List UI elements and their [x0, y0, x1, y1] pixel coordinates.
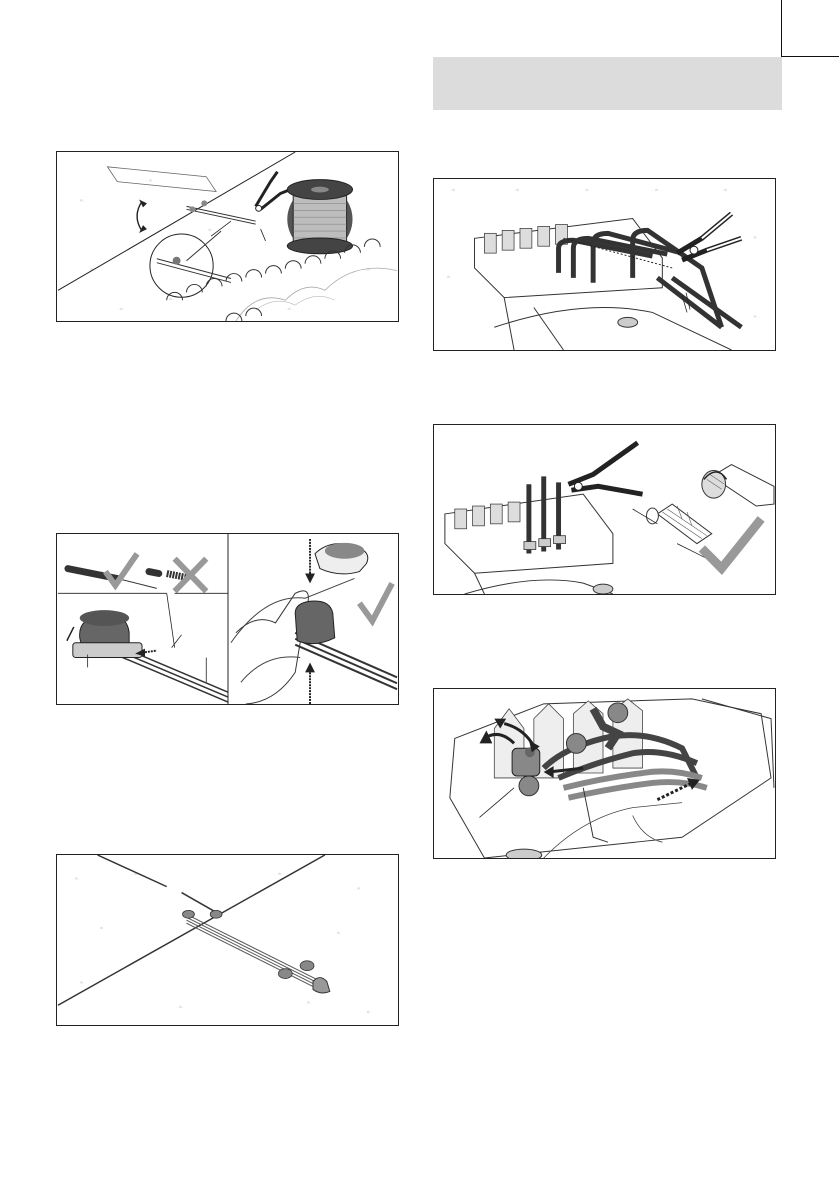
checkmark-icon	[105, 554, 137, 586]
figure-cut-wire-spool: . ılı .. ılı .. ılı . . ılı .. ılı .. ıl…	[56, 151, 399, 322]
connector-cap	[73, 610, 142, 657]
svg-text:. ılı .: . ılı .	[177, 1004, 184, 1009]
twisted-wire	[702, 465, 774, 507]
pliers-icon	[677, 197, 761, 260]
figure-wire-junction: . ılı . . ılı . . ılı . . ılı . . ılı . . ıl…	[56, 854, 399, 1026]
crop-mark-horizontal	[781, 56, 839, 57]
svg-text:. ılı .: . ılı .	[722, 187, 729, 192]
illustration-wire-connector	[57, 534, 398, 704]
figure-terminal-connect	[433, 688, 776, 859]
svg-text:. ılı .: . ılı .	[147, 178, 154, 183]
svg-text:. ılı .: . ılı .	[78, 197, 85, 202]
svg-text:. ılı .: . ılı .	[285, 306, 292, 311]
svg-text:. ılı .: . ılı .	[117, 306, 124, 311]
illustration-terminal-cut: . ılı . . ılı . . ılı . . ılı . . ılı . . ıl…	[434, 179, 775, 350]
checkmark-icon	[359, 583, 392, 621]
crop-mark-vertical	[781, 0, 782, 57]
svg-text:. ılı .: . ılı .	[98, 925, 105, 930]
svg-text:. ılı .: . ılı .	[206, 227, 213, 232]
figure-terminal-cut: . ılı . . ılı . . ılı . . ılı . . ılı . . ıl…	[433, 178, 776, 351]
svg-text:. ılı .: . ılı .	[652, 187, 659, 192]
pliers-icon	[568, 443, 642, 494]
svg-text:. ılı .: . ılı .	[364, 1009, 371, 1014]
pliers-icon	[256, 172, 291, 212]
illustration-wire-junction: . ılı . . ılı . . ılı . . ılı . . ılı . . ıl…	[57, 855, 398, 1025]
illustration-cut-wire: . ılı .. ılı .. ılı . . ılı .. ılı .. ıl…	[57, 152, 398, 321]
svg-text:. ılı .: . ılı .	[355, 886, 362, 891]
figure-wire-connector	[56, 533, 399, 705]
svg-text:. ılı .: . ılı .	[450, 187, 457, 192]
svg-text:. ılı .: . ılı .	[583, 187, 590, 192]
illustration-terminal-connect	[434, 689, 775, 858]
spool-icon	[287, 180, 352, 254]
svg-text:. ılı .: . ılı .	[445, 274, 452, 279]
svg-text:. ılı .: . ılı .	[73, 876, 80, 881]
figure-terminal-strip	[433, 424, 776, 595]
svg-text:. ılı .: . ılı .	[751, 313, 758, 318]
illustration-terminal-strip	[434, 425, 775, 594]
stripped-wire	[633, 504, 712, 558]
section-header-band	[433, 57, 782, 110]
svg-text:. ılı .: . ılı .	[305, 999, 312, 1004]
svg-text:. ılı .: . ılı .	[751, 234, 758, 239]
svg-text:. ılı .: . ılı .	[275, 871, 282, 876]
checkmark-icon	[702, 519, 761, 568]
svg-text:. ılı .: . ılı .	[335, 930, 342, 935]
svg-text:. ılı .: . ılı .	[78, 979, 85, 984]
svg-text:. ılı .: . ılı .	[514, 187, 521, 192]
